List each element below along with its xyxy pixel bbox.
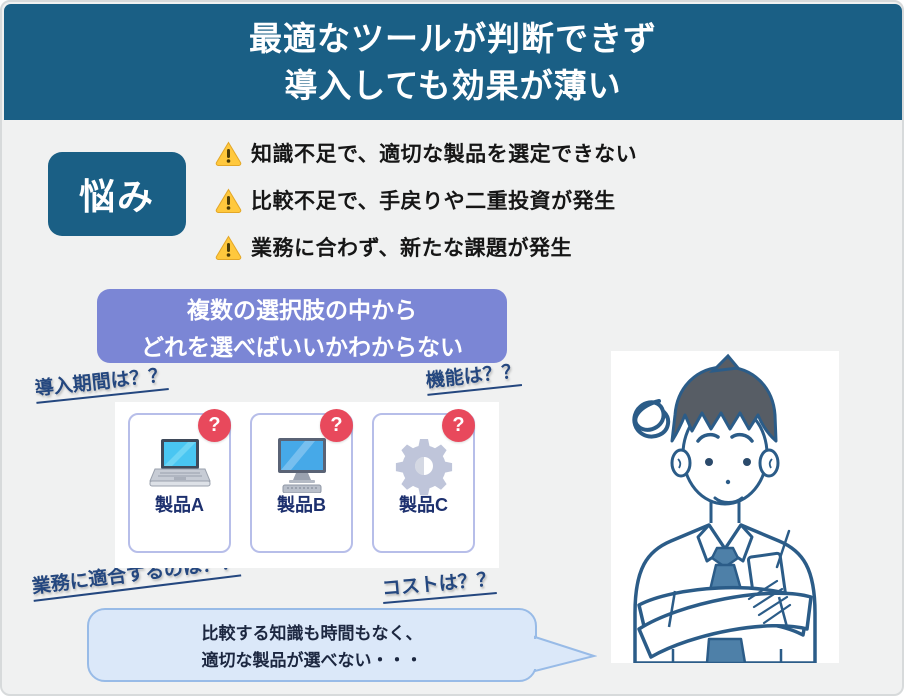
issue-text: 比較不足で、手戻りや二重投資が発生: [251, 190, 616, 213]
product-card-a: ? 製品A: [128, 409, 231, 553]
choice-line2: どれを選べばいいかわからない: [141, 333, 463, 360]
desktop-icon: [277, 438, 326, 493]
header-banner: 最適なツールが判断できず 導入しても効果が薄い: [4, 4, 902, 120]
issue-row: 比較不足で、手戻りや二重投資が発生: [215, 183, 775, 217]
warning-icon: [215, 188, 242, 213]
question-period: 導入期間は？？: [33, 360, 169, 404]
header-title-line2: 導入しても効果が薄い: [284, 67, 622, 104]
product-name: 製品C: [399, 495, 448, 515]
warning-icon: [215, 141, 242, 166]
header-title-line1: 最適なツールが判断できず: [249, 19, 657, 57]
issue-row: 知識不足で、適切な製品を選定できない: [215, 136, 775, 170]
question-badge: ?: [198, 409, 231, 442]
bubble-line1: 比較する知識も時間もなく、: [201, 624, 423, 643]
gear-icon: [395, 439, 452, 495]
speech-bubble: 比較する知識も時間もなく、 適切な製品が選べない・・・: [87, 608, 537, 682]
question-badge: ?: [442, 409, 475, 442]
worry-label-box: 悩み: [48, 152, 186, 236]
question-cost: コストは？？: [380, 564, 497, 604]
choice-dilemma-box: 複数の選択肢の中から どれを選べばいいかわからない: [97, 289, 507, 363]
issue-row: 業務に合わず、新たな課題が発生: [215, 230, 775, 264]
issues-list: 知識不足で、適切な製品を選定できない 比較不足で、手戻りや二重投資が発生 業務に…: [215, 136, 775, 277]
warning-icon: [215, 235, 242, 260]
product-card-c: ? 製品C: [372, 409, 475, 553]
worried-man-illustration: [632, 353, 817, 665]
laptop-icon: [148, 439, 211, 487]
product-name: 製品B: [277, 495, 326, 515]
question-badge: ?: [320, 409, 353, 442]
bubble-line2: 適切な製品が選べない・・・: [201, 651, 423, 670]
issue-text: 業務に合わず、新たな課題が発生: [251, 237, 573, 260]
speech-bubble-tail: [533, 635, 597, 673]
worried-man-panel: [611, 351, 839, 665]
products-panel: ? 製品A ?: [115, 402, 499, 568]
choice-line1: 複数の選択肢の中から: [187, 296, 417, 323]
issue-text: 知識不足で、適切な製品を選定できない: [251, 143, 638, 166]
worry-label: 悩み: [78, 176, 155, 217]
product-card-b: ? 製品B: [250, 409, 353, 553]
product-name: 製品A: [155, 495, 204, 515]
